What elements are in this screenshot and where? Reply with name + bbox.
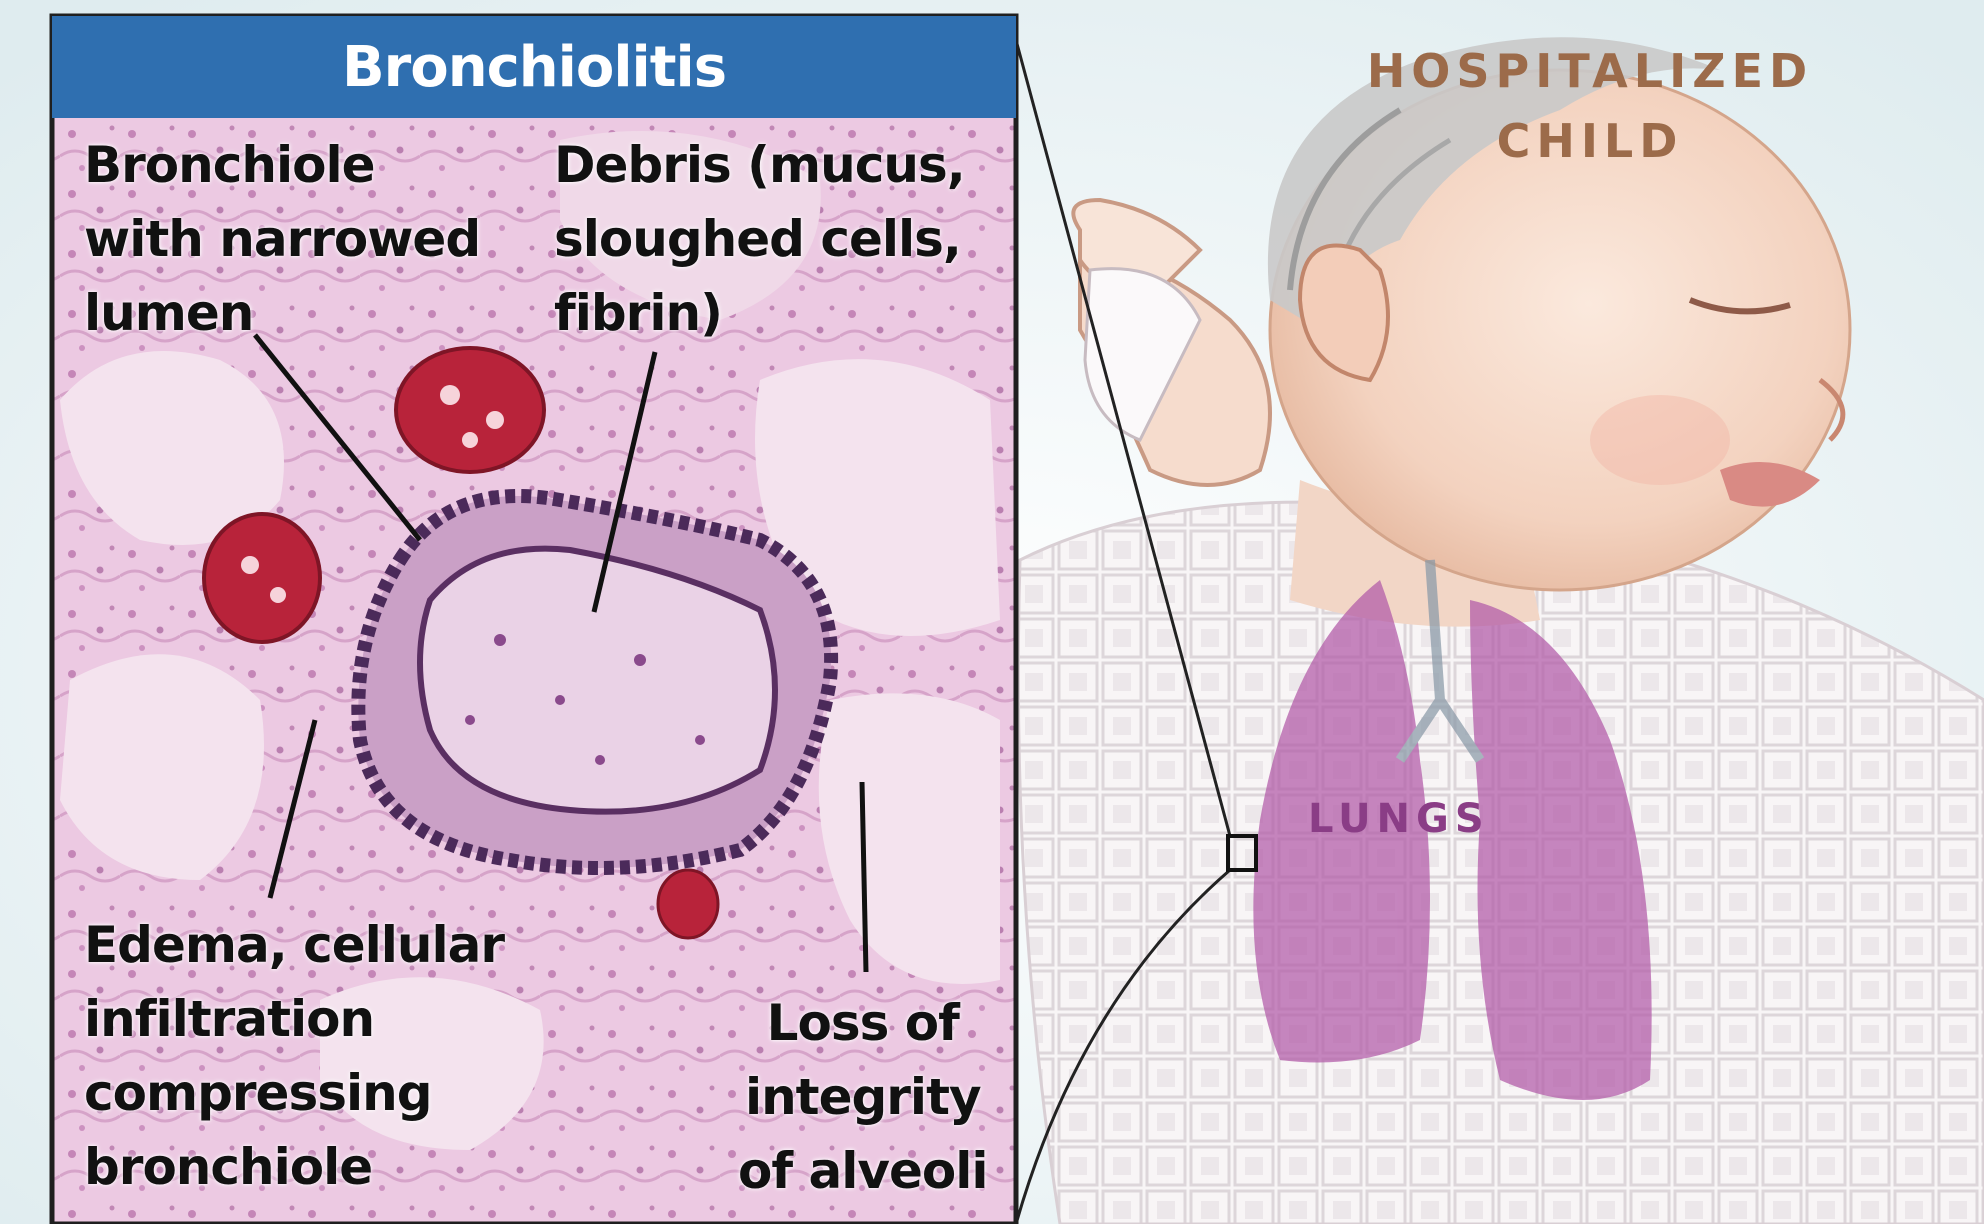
label-edema: Edema, cellular infiltration compressing…: [84, 908, 504, 1204]
label-bronchiole: Bronchiole with narrowed lumen: [84, 128, 480, 350]
panel-title: Bronchiolitis: [52, 16, 1016, 118]
lungs-label: LUNGS: [1308, 796, 1490, 842]
child-label: HOSPITALIZED CHILD: [1330, 36, 1850, 176]
label-alveoli: Loss of integrity of alveoli: [738, 986, 988, 1208]
label-debris: Debris (mucus, sloughed cells, fibrin): [554, 128, 965, 350]
